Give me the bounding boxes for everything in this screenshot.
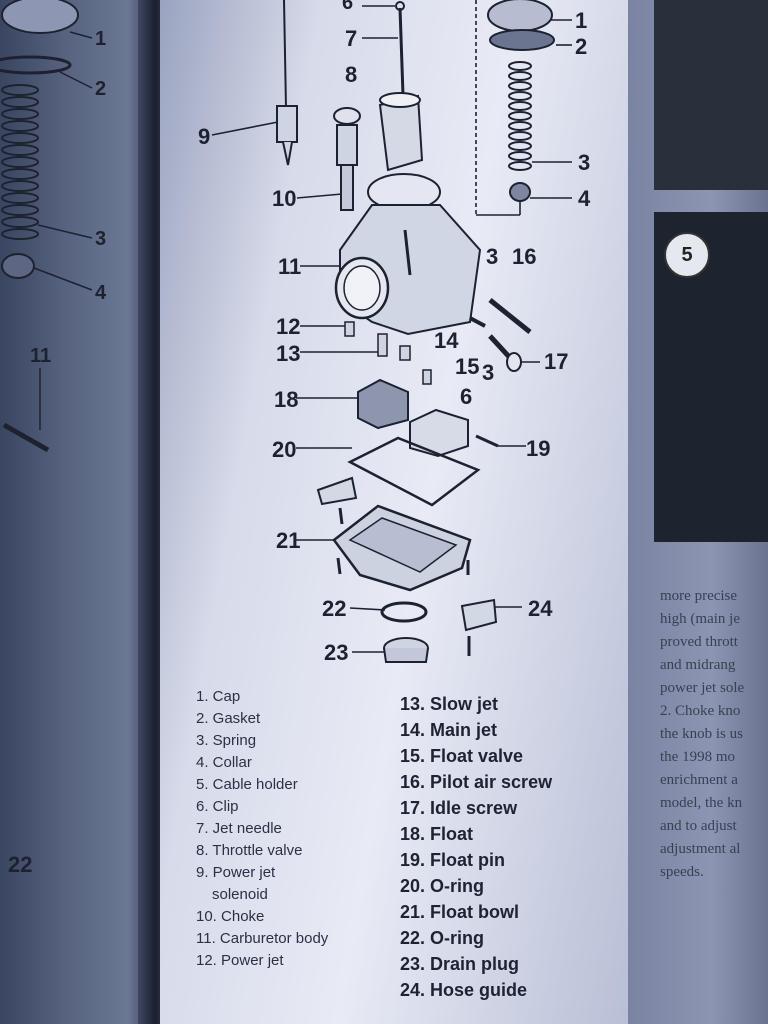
legend-item: 8. Throttle valve <box>196 842 303 859</box>
legend-item: 7. Jet needle <box>196 820 282 837</box>
page-number: 22 <box>8 852 33 877</box>
callout-8: 8 <box>345 62 358 87</box>
text-line: adjustment al <box>660 841 741 857</box>
legend-item: 3. Spring <box>196 732 257 749</box>
parts-legend-left: 1. Cap 2. Gasket 3. Spring 4. Collar 5. … <box>196 686 328 972</box>
text-line: the 1998 mo <box>660 749 735 765</box>
callout-11: 11 <box>278 254 302 279</box>
left-callout-11: 11 <box>30 345 52 367</box>
callout-19: 19 <box>526 436 551 461</box>
legend-item: 17. Idle screw <box>400 798 518 818</box>
legend-item: 13. Slow jet <box>400 694 499 714</box>
callout-3-mid: 3 <box>486 244 499 269</box>
text-line: high (main je <box>660 611 740 627</box>
legend-item: 19. Float pin <box>400 850 506 870</box>
callout-20: 20 <box>272 437 297 462</box>
callout-15: 15 <box>455 354 480 379</box>
callout-6-top: 6 <box>342 0 354 14</box>
text-line: the knob is us <box>660 726 743 742</box>
text-line: and to adjust <box>660 818 737 834</box>
text-line: model, the kn <box>660 795 743 811</box>
callout-6-mid: 6 <box>460 384 473 409</box>
callout-21: 21 <box>276 528 301 553</box>
text-line: 2. Choke kno <box>660 703 741 719</box>
legend-item: 5. Cable holder <box>196 776 298 793</box>
callout-3-top: 3 <box>578 150 591 175</box>
legend-item: 1. Cap <box>196 688 241 705</box>
legend-item: 11. Carburetor body <box>196 930 329 947</box>
legend-item: 15. Float valve <box>400 746 524 766</box>
legend-item: 21. Float bowl <box>400 902 520 922</box>
callout-10: 10 <box>272 186 297 211</box>
legend-item: 16. Pilot air screw <box>400 772 553 792</box>
callout-24: 24 <box>528 596 553 621</box>
legend-item: 2. Gasket <box>196 710 261 727</box>
callout-13: 13 <box>276 341 301 366</box>
callout-7: 7 <box>345 26 358 51</box>
legend-item: 20. O-ring <box>400 876 485 896</box>
callout-12: 12 <box>276 314 301 339</box>
legend-item: 23. Drain plug <box>400 954 520 974</box>
callout-16: 16 <box>512 244 537 269</box>
right-page-body-text: more precise high (main je proved thrott… <box>660 585 768 884</box>
legend-item: 18. Float <box>400 824 474 844</box>
left-callout-3: 3 <box>95 228 107 250</box>
legend-item: 12. Power jet <box>196 952 284 969</box>
left-callout-2: 2 <box>95 78 107 100</box>
callout-17: 17 <box>544 349 569 374</box>
legend-item: 10. Choke <box>196 908 265 925</box>
left-page <box>0 0 160 1024</box>
legend-item: 4. Collar <box>196 754 252 771</box>
text-line: and midrang <box>660 657 736 673</box>
legend-item: 14. Main jet <box>400 720 498 740</box>
callout-4: 4 <box>578 186 591 211</box>
callout-9: 9 <box>198 124 211 149</box>
text-line: enrichment a <box>660 772 738 788</box>
left-callout-4: 4 <box>95 282 107 304</box>
figure-number-badge: 5 <box>664 232 710 278</box>
legend-item: 22. O-ring <box>400 928 485 948</box>
text-line: more precise <box>660 588 738 604</box>
legend-item: solenoid <box>212 886 268 903</box>
legend-item: 9. Power jet <box>196 864 276 881</box>
callout-3-low: 3 <box>482 360 495 385</box>
callout-22: 22 <box>322 596 347 621</box>
legend-item: 24. Hose guide <box>400 980 528 1000</box>
text-line: proved thrott <box>660 634 738 650</box>
callout-23: 23 <box>324 640 349 665</box>
callout-14: 14 <box>434 328 459 353</box>
left-callout-1: 1 <box>95 28 107 50</box>
text-line: power jet sole <box>660 680 745 696</box>
right-page-photo-top <box>654 0 768 190</box>
legend-item: 6. Clip <box>196 798 239 815</box>
callout-18: 18 <box>274 387 299 412</box>
callout-2: 2 <box>575 34 588 59</box>
callout-1: 1 <box>575 8 588 33</box>
parts-legend-right: 13. Slow jet 14. Main jet 15. Float valv… <box>400 691 552 1003</box>
text-line: speeds. <box>660 864 704 880</box>
